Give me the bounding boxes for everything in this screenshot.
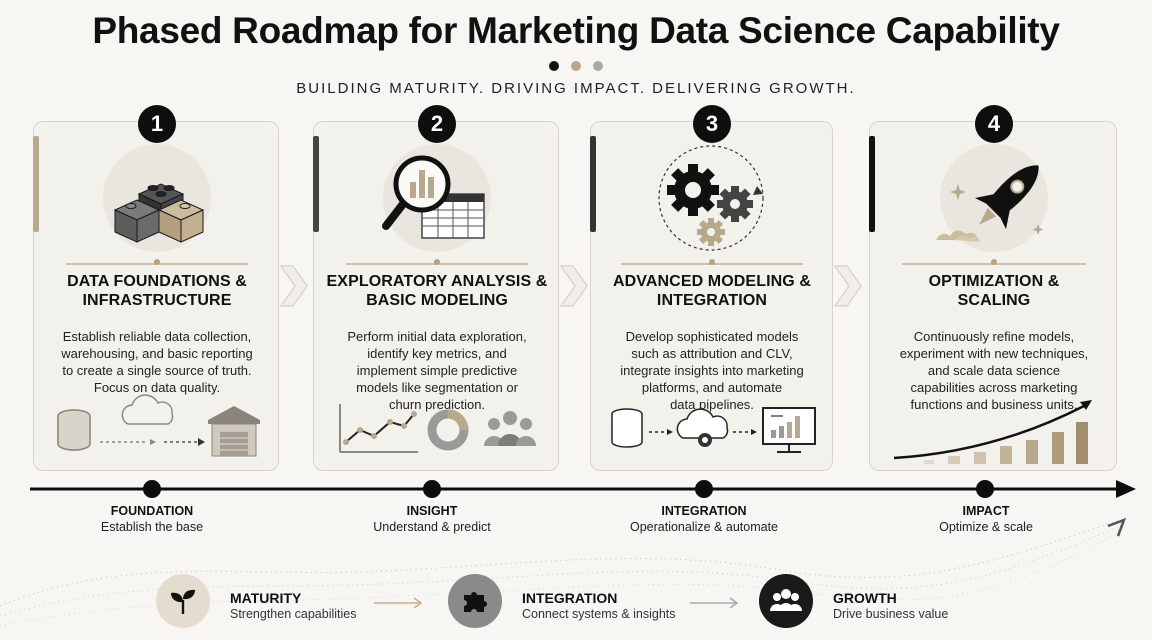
- data-to-warehouse-illustration: [57, 394, 260, 457]
- people-icon: [770, 589, 802, 611]
- footer-item-growth: GROWTH Drive business value: [759, 574, 979, 630]
- page-title: Phased Roadmap for Marketing Data Scienc…: [92, 10, 1060, 51]
- people-icon: [484, 411, 536, 446]
- milestone-sub: Optimize & scale: [939, 520, 1033, 534]
- puzzle-icon: [464, 592, 487, 612]
- pipeline-illustration: [611, 407, 816, 453]
- page-subtitle: BUILDING MATURITY. DRIVING IMPACT. DELIV…: [296, 80, 856, 97]
- phase-card-2: 2 EXPLORATORY ANALYSIS &BASIC MODELING P…: [313, 105, 559, 471]
- phase-title: OPTIMIZATION &SCALING: [928, 273, 1060, 309]
- milestone-marker: [976, 480, 994, 498]
- milestone-sub: Establish the base: [100, 520, 204, 534]
- milestone-marker: [695, 480, 713, 498]
- milestone-label: FOUNDATION: [110, 504, 194, 518]
- phase-title: EXPLORATORY ANALYSIS &BASIC MODELING: [326, 273, 548, 309]
- milestone-marker: [423, 480, 441, 498]
- milestone-label: INTEGRATION: [661, 504, 747, 518]
- cloud-icon: [676, 408, 729, 439]
- line-chart-icon: [339, 404, 418, 453]
- phase-number-badge: 2: [418, 105, 456, 143]
- rocket-icon: [936, 165, 1044, 242]
- milestone-label: INSIGHT: [406, 504, 458, 518]
- database-icon: [57, 409, 91, 451]
- chevron-right-icon: [559, 265, 588, 307]
- phase-card-1: 1 DATA FOUNDATIONS &INFRASTRUCTURE Estab…: [33, 105, 279, 471]
- donut-chart-icon: [427, 409, 469, 451]
- phase-card-4: 4 OPTIMIZATION &SCALING Continuously ref…: [869, 105, 1117, 471]
- magnifier-table-icon: [382, 155, 485, 239]
- growth-chart-illustration: [893, 400, 1092, 464]
- cloud-icon: [121, 394, 174, 425]
- phase-title: ADVANCED MODELING &INTEGRATION: [612, 273, 812, 309]
- phase-number-badge: 3: [693, 105, 731, 143]
- chevron-right-icon: [279, 265, 308, 307]
- monitor-chart-icon: [762, 407, 816, 453]
- phase-description: Continuously refine models,experiment wi…: [899, 329, 1089, 412]
- phase-number-badge: 1: [138, 105, 176, 143]
- timeline: [30, 480, 1136, 498]
- stacked-blocks-icon: [113, 183, 205, 243]
- arrow-right-icon: [374, 597, 423, 609]
- milestone-label: IMPACT: [962, 504, 1010, 518]
- milestone-sub: Operationalize & automate: [629, 520, 778, 534]
- milestone-marker: [143, 480, 161, 498]
- sprout-icon: [171, 589, 195, 614]
- warehouse-icon: [208, 406, 260, 457]
- phase-title: DATA FOUNDATIONS &INFRASTRUCTURE: [67, 273, 247, 309]
- gears-icon: [658, 145, 764, 251]
- analysis-illustration: [339, 404, 536, 453]
- title-dots: [0, 58, 1152, 71]
- database-icon: [611, 408, 643, 448]
- arrow-right-icon: [690, 597, 739, 609]
- footer-item-integration: INTEGRATION Connect systems & insights: [448, 574, 698, 630]
- milestone-sub: Understand & predict: [373, 520, 491, 534]
- phase-number-badge: 4: [975, 105, 1013, 143]
- footer-item-maturity: MATURITY Strengthen capabilities: [156, 574, 376, 630]
- phase-card-3: 3: [590, 105, 833, 471]
- phase-description: Perform initial data exploration,identif…: [347, 329, 527, 412]
- chevron-right-icon: [833, 265, 862, 307]
- phase-description: Establish reliable data collection,wareh…: [61, 329, 253, 395]
